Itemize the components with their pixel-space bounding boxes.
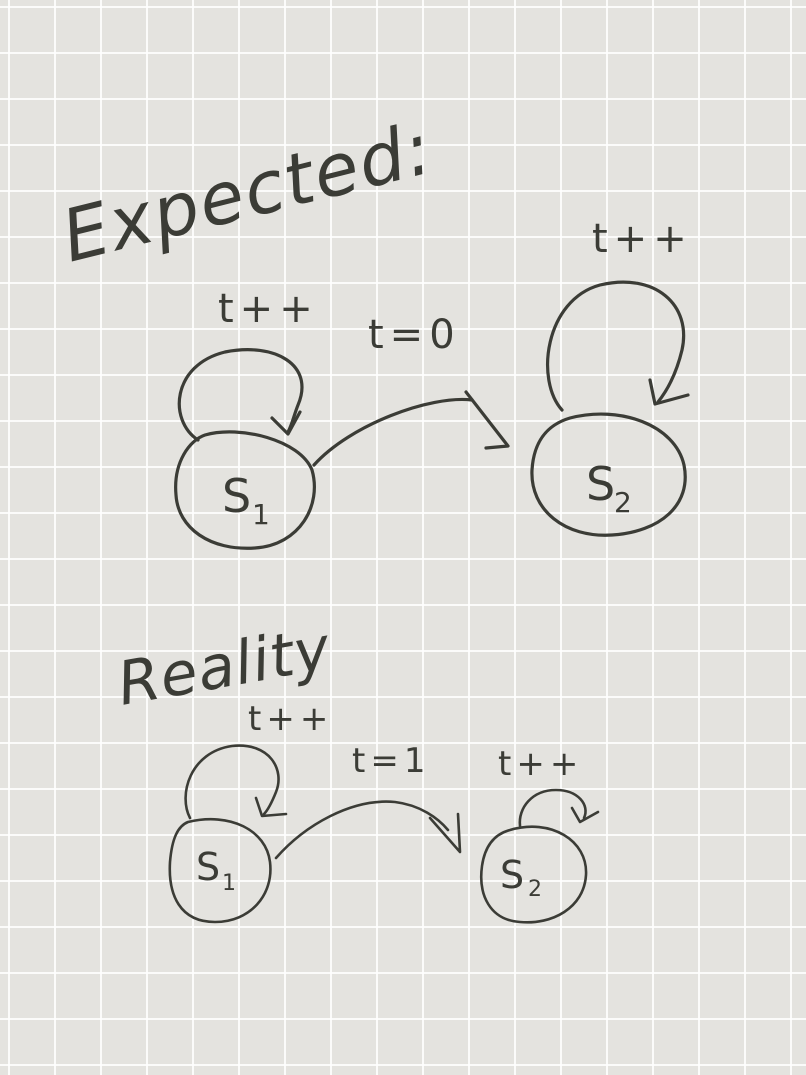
state-subscript: 2 — [528, 877, 542, 902]
expected-state-s1: S 1 t++ — [174, 286, 319, 550]
reality-section: Reality S 1 t++ t=1 S 2 t++ — [112, 613, 600, 924]
transition-arrow — [274, 800, 450, 860]
state-circle — [530, 412, 687, 537]
self-loop-arrow — [518, 788, 587, 828]
expected-section: Expected: S 1 t++ t=0 S 2 t++ — [54, 105, 693, 550]
self-loop-arrow — [184, 744, 280, 820]
arrowhead — [254, 796, 288, 818]
self-loop-label: t++ — [498, 744, 583, 784]
state-label: S — [196, 845, 220, 889]
self-loop-arrow — [177, 348, 304, 442]
expected-heading: Expected: — [54, 105, 441, 278]
reality-state-s1: S 1 t++ — [168, 699, 333, 924]
arrowhead — [428, 812, 462, 854]
state-label: S — [586, 457, 615, 511]
expected-state-s2: S 2 t++ — [530, 216, 693, 537]
transition-arrow — [312, 397, 474, 467]
self-loop-label: t++ — [218, 286, 319, 332]
state-subscript: 1 — [222, 871, 236, 896]
transition-label: t=1 — [352, 741, 430, 781]
self-loop-label: t++ — [248, 699, 333, 739]
reality-state-s2: S 2 t++ — [479, 744, 600, 924]
state-circle — [168, 817, 272, 924]
state-label: S — [500, 853, 524, 897]
state-subscript: 1 — [252, 498, 270, 531]
arrowhead — [570, 806, 600, 824]
state-label: S — [222, 469, 251, 523]
state-subscript: 2 — [614, 486, 632, 519]
transition-label: t=0 — [368, 312, 461, 358]
self-loop-label: t++ — [592, 216, 693, 262]
self-loop-arrow — [545, 280, 686, 412]
arrowhead — [270, 410, 302, 436]
state-circle — [479, 825, 588, 924]
arrowhead — [464, 390, 510, 450]
arrowhead — [648, 378, 690, 406]
state-circle — [174, 430, 316, 550]
